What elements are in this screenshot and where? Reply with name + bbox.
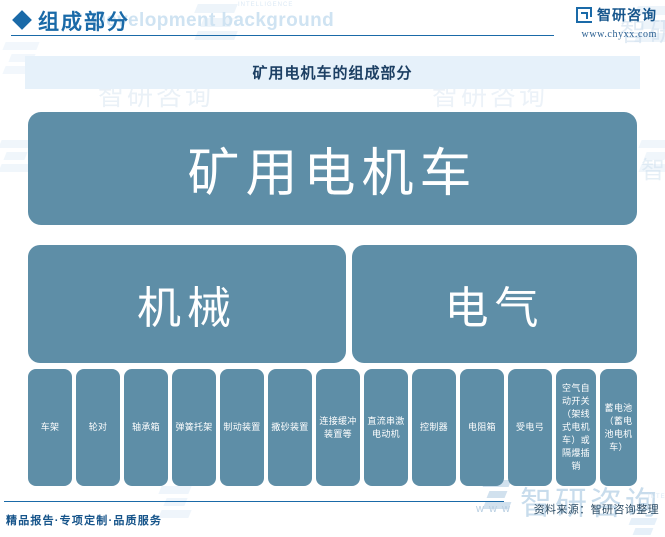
zhiyan-logo-icon [576,7,592,23]
page-header: Development background 组成部分 智研咨询 www.chy… [0,0,665,46]
footer-source: 资料来源：智研咨询整理 [533,504,659,516]
diagram-leaf-box: 车架 [28,369,72,486]
diagram-branch-box-electrical: 电气 [352,245,637,363]
brand-name: 智研咨询 [597,7,657,23]
diagram-leaf-box: 控制器 [412,369,456,486]
watermark-chevron [638,136,665,184]
footer-tagline: 精品报告·专项定制·品质服务 [6,515,163,527]
diagram-leaf-box: 轮对 [76,369,120,486]
diagram-root-box: 矿用电机车 [28,112,637,225]
brand-url: www.chyxx.com [581,29,657,40]
diagram-leaf-box: 撒砂装置 [268,369,312,486]
watermark-chevron [158,482,230,530]
footer-url-watermark: w w w [476,503,511,515]
diagram-leaf-box: 电阻箱 [460,369,504,486]
diagram-branch-box-mechanical: 机械 [28,245,346,363]
diagram-leaf-box: 制动装置 [220,369,264,486]
diagram-leaf-box: 受电弓 [508,369,552,486]
header-divider [11,35,554,36]
diagram-leaf-row: 车架 轮对 轴承箱 弹簧托架 制动装置 撒砂装置 连接缓冲装置等 直流串激电动机… [28,369,637,486]
page-title: 组成部分 [38,10,130,34]
diagram-leaf-box: 直流串激电动机 [364,369,408,486]
chart-title: 矿用电机车的组成部分 [252,66,413,82]
diagram-leaf-box: 空气自动开关（架线式电机车）或隔爆插销 [556,369,596,486]
watermark-tiny-text: INTELLIGENCE [648,494,665,500]
diagram-leaf-box: 轴承箱 [124,369,168,486]
chart-title-band: 矿用电机车的组成部分 [25,56,640,89]
footer-divider [4,501,504,502]
watermark-brand-text: 智研咨询 [641,157,665,184]
diagram-leaf-box: 弹簧托架 [172,369,216,486]
diagram-leaf-box: 蓄电池（蓄电池电机车） [600,369,637,486]
brand-block: 智研咨询 www.chyxx.com [576,5,657,40]
diamond-icon [12,10,32,30]
diagram-leaf-box: 连接缓冲装置等 [316,369,360,486]
watermark-chevron [628,516,665,537]
